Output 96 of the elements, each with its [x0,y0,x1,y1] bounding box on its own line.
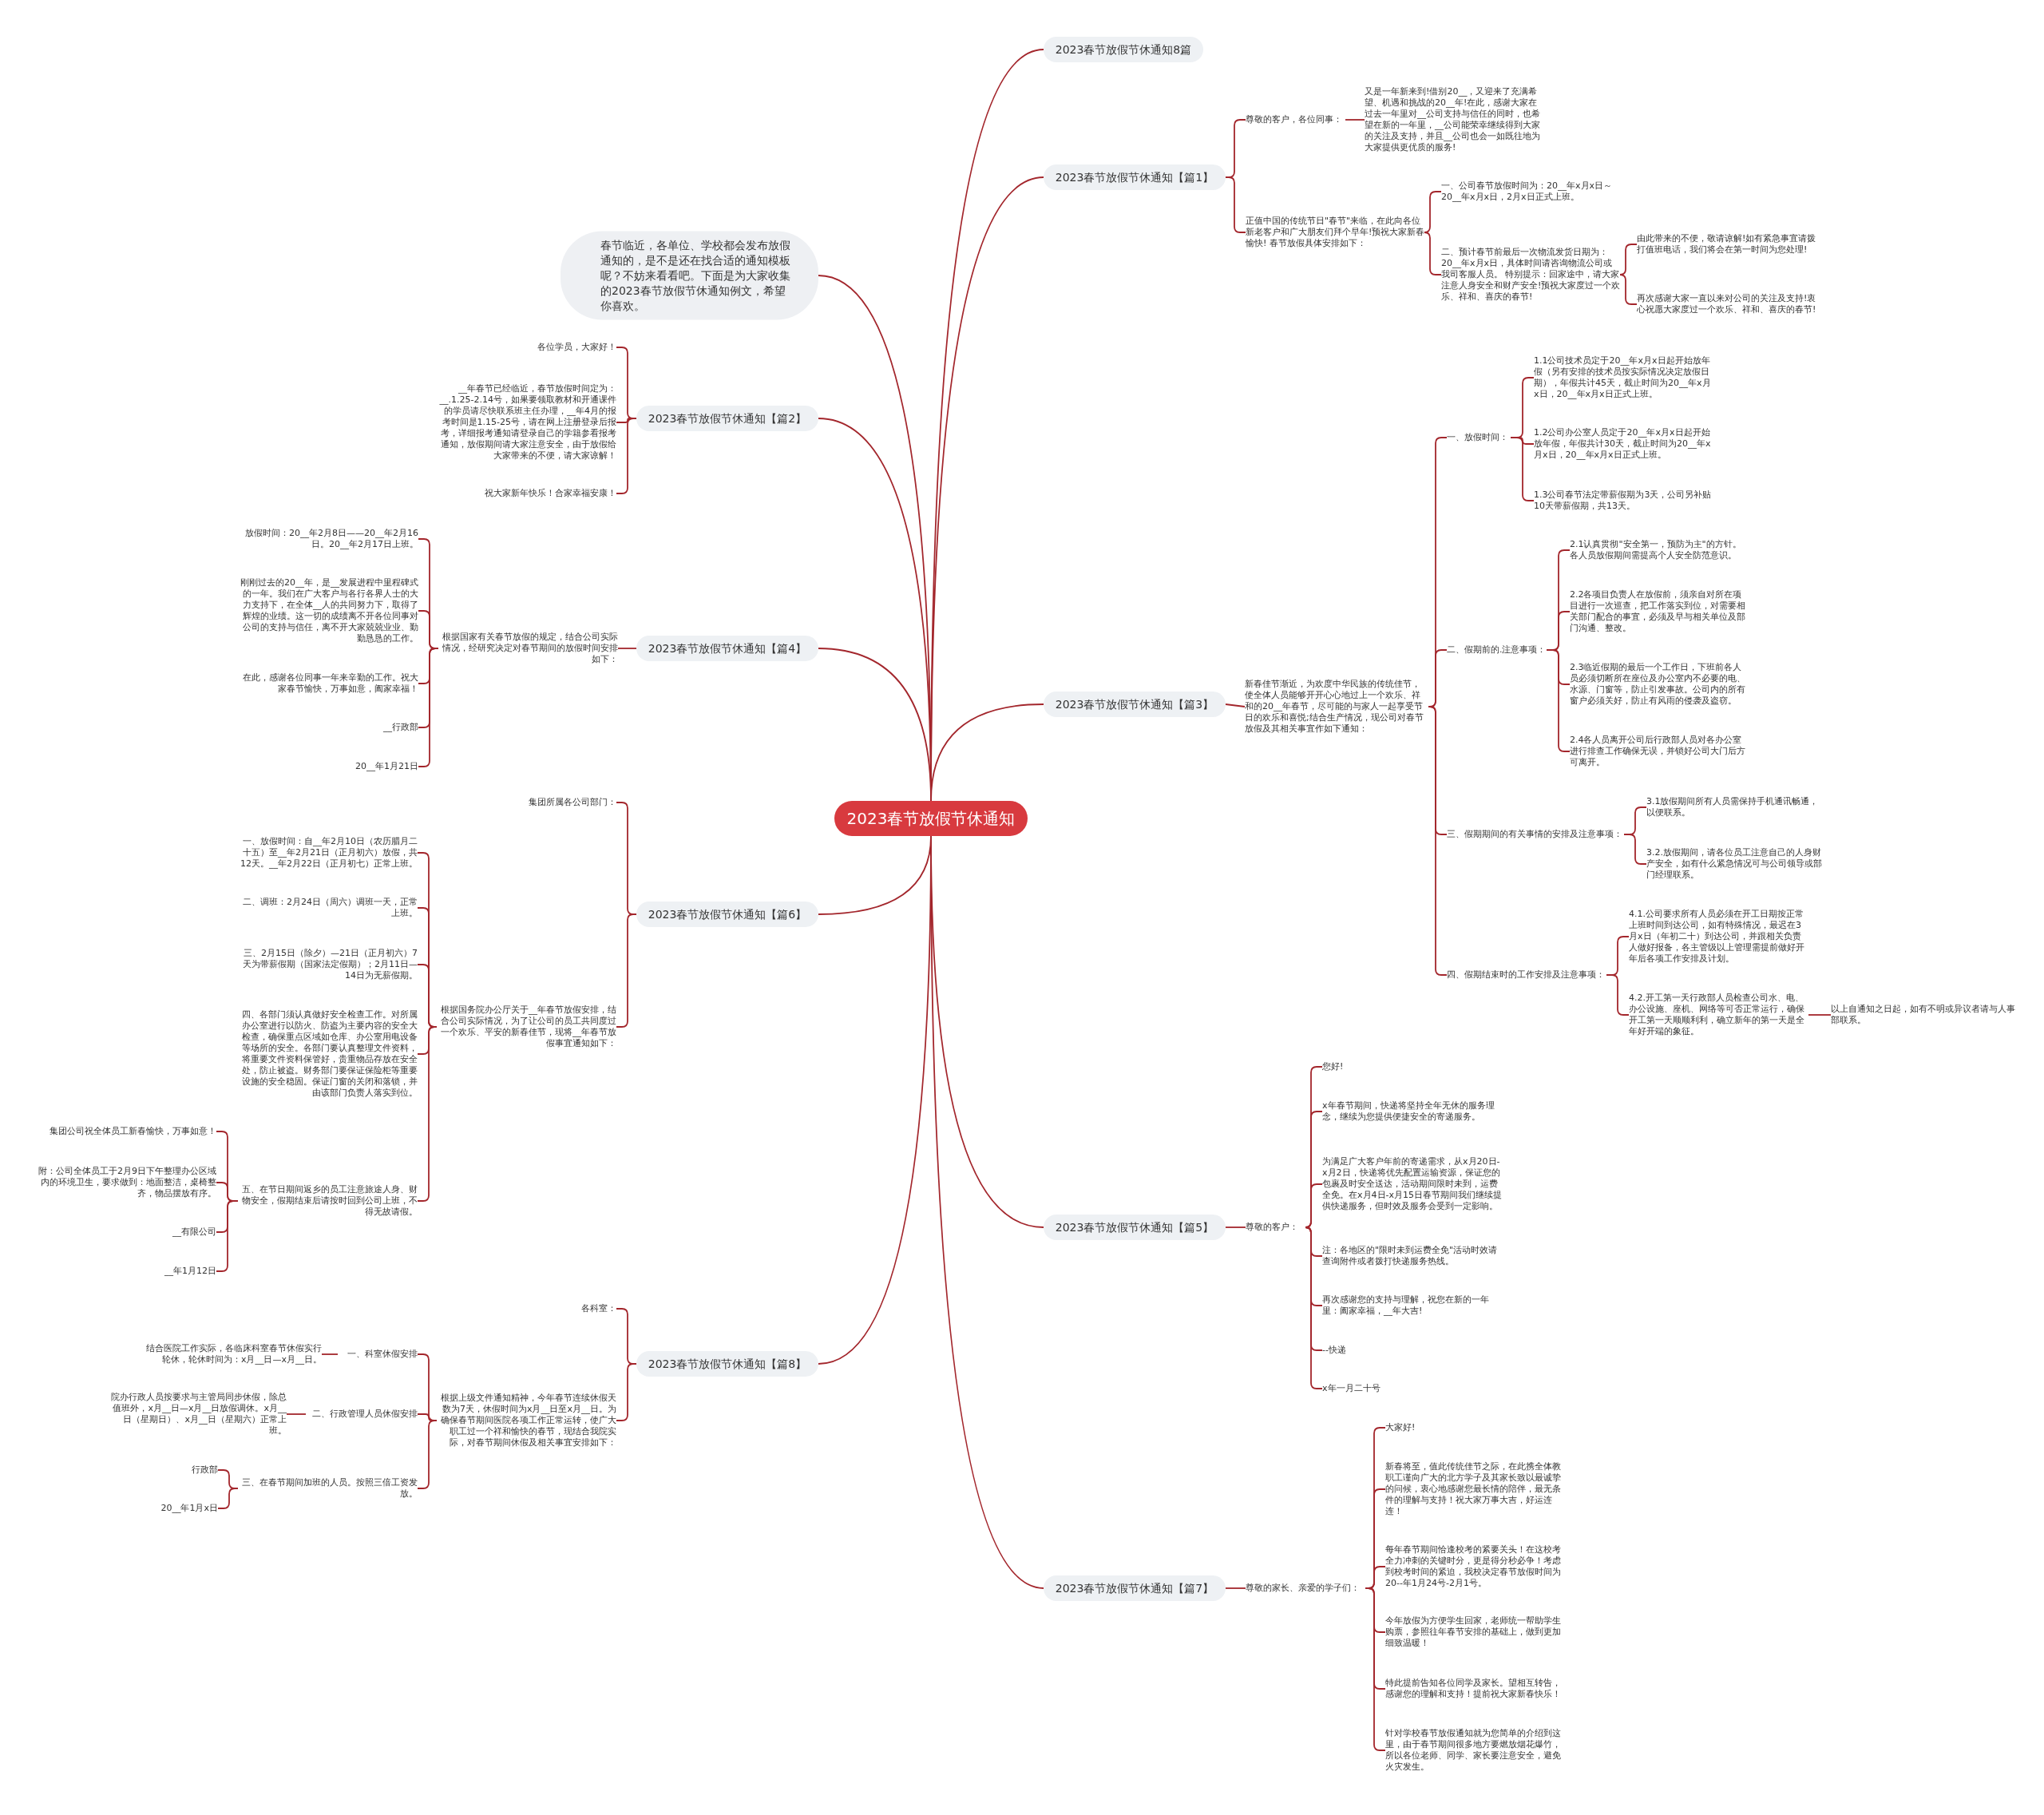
note-text: 由此带来的不便，敬请谅解!如有紧急事宜请拨打值班电话，我们将会在第一时间为您处理! [1637,233,1816,256]
note-text: 每年春节期间恰逢校考的紧要关头！在这校考全力冲刺的关键时分，更是得分秒必争！考虑到校考时间的紧迫，我校决定春节放假时间为20--年1月24号-2月1号。 [1385,1544,1569,1589]
note-text: 在此，感谢各位同事一年来辛勤的工作。祝大家春节愉快，万事如意，阖家幸福！ [239,672,418,695]
connector-line [1428,706,1448,976]
note-text: 您好! [1322,1061,1502,1072]
note-text: 以上自通知之日起，如有不明或异议者请与人事部联系。 [1831,1004,2018,1026]
note-text: 再次感谢您的支持与理解，祝您在新的一年里：阖家幸福，__年大吉! [1322,1294,1502,1317]
note-text: 根据国家有关春节放假的规定，结合公司实际情况，经研究决定对春节期间的放假时间安排如下： [438,632,618,665]
note-text: 正值中国的传统节日"春节"来临，在此向各位新老客户和广大朋友们拜个早年!预祝大家新春愉快! 春节放假具体安排如下： [1246,216,1425,249]
connector-line [1619,274,1638,305]
note-text: 二、调班：2月24日（周六）调班一天，正常上班。 [238,897,418,919]
note-text: 1.3公司春节法定带薪假期为3天，公司另补贴10天带薪假期，共13天。 [1534,489,1713,512]
note-text: 2.3临近假期的最后一个工作日，下班前各人员必须切断所在座位及办公室内不必要的电、水源、门窗等，防止引发事故。公司内的所有窗户必须关好，防止有风雨的侵袭及盗窃。 [1570,662,1749,707]
note-text: x年春节期间，快递将坚持全年无休的服务理念，继续为您提供便捷安全的寄递服务。 [1322,1100,1502,1123]
connector-line [1225,1227,1246,1228]
note-text: 二、行政管理人员休假安排 [306,1409,418,1420]
note-text: __年1月12日 [121,1266,216,1277]
note-text: 一、放假时间： [1447,432,1511,443]
note-text: 根据上级文件通知精神，今年春节连续休假天数为7天，休假时间为x月__日至x月__日。为确保春节期间医院各项工作正常运转，使广大职工过一个祥和愉快的春节，现结合我院实际，对春节期间休假及相关事宜安排如下： [437,1393,616,1448]
note-text: 祝大家新年快乐！合家幸福安康！ [481,488,616,499]
note-text: 20__年1月x日 [146,1503,218,1514]
note-text: 三、2月15日（除夕）—21日（正月初六）7天为带薪假期（国家法定假期）；2月11日—14日为无薪假期。 [238,948,418,981]
note-text: 三、在春节期间加班的人员。按照三倍工资发放。 [238,1477,418,1500]
note-text: 四、假期结束时的工作安排及注意事项： [1447,969,1606,981]
note-text: 二、假期前的.注意事项： [1447,644,1547,656]
note-text: 行政部 [170,1464,218,1476]
note-text: 二、预计春节前最后一次物流发货日期为：20__年x月x日，具体时间请咨询物流公司或我司客服人员。 特别提示：回家途中，请大家注意人身安全和财产安全!预祝大家度过一个欢乐、祥和、喜庆的春节! [1441,247,1621,303]
note-text: 注：各地区的"限时未到运费全免"活动时效请查询附件或者拨打快递服务热线。 [1322,1245,1502,1267]
note-text: 为满足广大客户年前的寄递需求，从x月20日-x月2日，快递将优先配置运输资源，保证您的包裹及时安全送达，活动期间限时未到，运费全免。在x月4日-x月15日春节期间我们继续提供快递服务，但时效及服务会受到一定影响。 [1322,1156,1502,1212]
note-text: 一、公司春节放假时间为：20__年x月x日～20__年x月x日，2月x日正式上班。 [1441,180,1621,203]
note-text: 根据国务院办公厅关于__年春节放假安排，结合公司实际情况，为了让公司的员工共同度过一个欢乐、平安的新春佳节，现将__年春节放假事宜通知如下： [437,1005,616,1049]
note-text: 尊敬的客户，各位同事： [1246,114,1345,125]
topic-pill: 2023春节放假节休通知【篇8】 [636,1351,818,1377]
topic-pill: 2023春节放假节休通知8篇 [1044,37,1203,62]
note-text: 4.1.公司要求所有人员必须在开工日期按正常上班时间到达公司，如有特殊情况，最迟在3月x日（年初二十）到达公司，并跟相关负责人做好报备，各主管级以上管理需提前做好开年后各项工作安排及计划。 [1629,909,1808,965]
central-topic: 2023春节放假节休通知 [834,801,1028,836]
connector-line [286,1413,307,1415]
note-text: 4.2.开工第一天行政部人员检查公司水、电、办公设施、座机、网络等可否正常运行，确保开工第一天顺顺利利，确立新年的第一天是全年好开端的象征。 [1629,993,1808,1037]
note-text: __有限公司 [121,1227,216,1238]
connector-line [818,648,932,802]
note-text: 新春佳节渐近，为欢度中华民族的传统佳节，使全体人员能够开开心心地过上一个欢乐、祥和的20__年春节，尽可能的与家人一起享受节日的欢乐和喜悦;结合生产情况，现公司对春节放假及其相关事宜作如下通知： [1245,679,1428,735]
connector-line [1305,1227,1323,1389]
note-text: 放假时间：20__年2月8日——20__年2月16日。20__年2月17日上班。 [239,528,418,550]
topic-pill: 2023春节放假节休通知【篇4】 [636,636,818,661]
note-text: 又是一年新来到!借别20__，又迎来了充满希望、机遇和挑战的20__年!在此，感谢大家在过去一年里对__公司支持与信任的同时，也希望在新的一年里，__公司能荣幸继续得到大家的关注及支持，并且__公司也会一如既往地为大家提供更优质的服务! [1365,86,1544,153]
connector-line [418,648,439,767]
note-text: 2.2各项目负责人在放假前，须亲自对所在项目进行一次巡查，把工作落实到位，对需要相关部门配合的事宜，必须及早与相关单位及部门沟通、整改。 [1570,589,1749,634]
note-text: 3.1放假期间所有人员需保持手机通讯畅通，以便联系。 [1646,796,1826,818]
note-text: __行政部 [323,722,418,733]
note-text: 针对学校春节放假通知就为您简单的介绍到这里，由于春节期间很多地方要燃放烟花爆竹，所以各位老师、同学、家长要注意安全，避免火灾发生。 [1385,1728,1569,1773]
topic-pill: 2023春节放假节休通知【篇1】 [1044,164,1226,190]
note-text: 四、各部门须认真做好安全检查工作。对所属办公室进行以防火、防盗为主要内容的安全大检查，确保重点区域如仓库、办公室用电设备等场所的安全。各部门要认真整理文件资料，将重要文件资料保管好，贵重物品存放在安全处，防止被盗。财务部门要保证保险柜等重要设施的安全稳固。保证门窗的关闭和落锁，并由该部门负责人落实到位。 [238,1009,418,1099]
note-text: 结合医院工作实际，各临床科室春节休假实行轮休，轮休时间为：x月__日—x月__日。 [142,1343,322,1365]
note-text: 2.4各人员离开公司后行政部人员对各办公室进行排查工作确保无误，并锁好公司大门后方可离开。 [1570,735,1749,768]
note-text: 各科室： [561,1303,616,1314]
note-text: 3.2.放假期间，请各位员工注意自己的人身财产安全，如有什么紧急情况可与公司领导或部门经理联系。 [1646,847,1826,881]
note-text: 1.2公司办公室人员定于20__年x月x日起开始放年假，年假共计30天，截止时间为20__年x月x日，20__年x月x日正式上班。 [1534,427,1713,461]
note-text: 集团公司祝全体员工新春愉快，万事如意！ [37,1126,216,1137]
connector-line [217,1488,239,1509]
connector-line [1225,1587,1246,1589]
note-text: 尊敬的客户： [1246,1222,1305,1233]
topic-pill: 2023春节放假节休通知【篇7】 [1044,1575,1226,1601]
connector-line [1345,119,1365,121]
topic-pill: 2023春节放假节休通知【篇6】 [636,902,818,927]
connector-line [1808,1014,1832,1016]
note-text: 附：公司全体员工于2月9日下午整理办公区域内的环境卫生，要求做到：地面整洁，桌椅整齐，物品摆放有序。 [37,1166,216,1199]
note-text: --快递 [1322,1345,1502,1356]
note-text: __年春节已经临近，春节放假时间定为：__.1.25-2.14号，如果要领取教材和开通课件的学员请尽快联系班主任办理，__年4月的报考时间是1.15-25号，请在网上注册登录后报考，详细报考通知请登录自己的学籍参看报考通知，放假期间请大家注意安全，由于放假给大家带来的不便，请大家谅解！ [437,383,616,462]
connector-line [1225,703,1246,707]
note-text: 尊敬的家长、亲爱的学子们： [1246,1583,1365,1594]
connector-line [321,1353,339,1355]
note-text: 大家好! [1385,1422,1569,1433]
note-text: 三、假期期间的有关事情的安排及注意事项： [1447,829,1624,840]
connector-line [216,1200,239,1272]
note-text: 20__年1月21日 [323,761,418,772]
note-text: 一、放假时间：自__年2月10日（农历腊月二十五）至__年2月21日（正月初六）放假，共12天。__年2月22日（正月初七）正常上班。 [238,836,418,870]
intro-bubble: 春节临近，各单位、学校都会发布放假通知的，是不是还在找合适的通知模板呢？不妨来看看吧。下面是为大家收集的2023春节放假节休通知例文，希望你喜欢。 [561,231,818,320]
note-text: 集团所属各公司部门： [521,797,616,808]
note-text: 院办行政人员按要求与主管局同步休假，除总值班外，x月__日—x月__日放假调休。x月__日（星期日）、x月__日（星期六）正常上班。 [107,1392,287,1437]
topic-pill: 2023春节放假节休通知【篇3】 [1044,692,1226,717]
note-text: 刚刚过去的20__年，是__发展进程中里程碑式的一年。我们在广大客户与各行各界人士的大力支持下，在全体__人的共同努力下，取得了辉煌的业绩。这一切的成绩离不开各位同事对公司的支持与信任，离不开大家兢兢业业、勤勤恳恳的工作。 [239,577,418,644]
connector-line [1623,834,1647,865]
note-text: 一、科室休假安排 [338,1349,418,1360]
connector-line [1606,974,1630,1016]
note-text: 再次感谢大家一直以来对公司的关注及支持!衷心祝愿大家度过一个欢乐、祥和、喜庆的春节! [1637,293,1816,315]
note-text: x年一月二十号 [1322,1383,1502,1394]
note-text: 五、在节日期间返乡的员工注意旅途人身、财物安全，假期结束后请按时回到公司上班，不得无故请假。 [238,1184,418,1218]
note-text: 今年放假为方便学生回家，老师统一帮助学生购票，参照往年春节安排的基础上，做到更加细致温暖！ [1385,1615,1569,1649]
note-text: 2.1认真贯彻"安全第一，预防为主"的方针。各人员放假期间需提高个人安全防范意识。 [1570,539,1749,561]
connector-line [617,648,637,649]
note-text: 1.1公司技术员定于20__年x月x日起开始放年假（另有安排的技术员按实际情况决定放假日期），年假共计45天，截止时间为20__年x月x日，20__年x月x日正式上班。 [1534,355,1713,400]
topic-pill: 2023春节放假节休通知【篇2】 [636,406,818,431]
note-text: 特此提前告知各位同学及家长。望相互转告，感谢您的理解和支持！提前祝大家新春快乐！ [1385,1678,1569,1700]
note-text: 新春将至，值此传统佳节之际，在此携全体教职工谨向广大的北方学子及其家长致以最诚挚的问候，衷心地感谢您最长情的陪伴，最无条件的理解与支持！祝大家万事大吉，好运连连！ [1385,1461,1569,1517]
note-text: 各位学员，大家好！ [489,342,616,353]
topic-pill: 2023春节放假节休通知【篇5】 [1044,1215,1226,1240]
